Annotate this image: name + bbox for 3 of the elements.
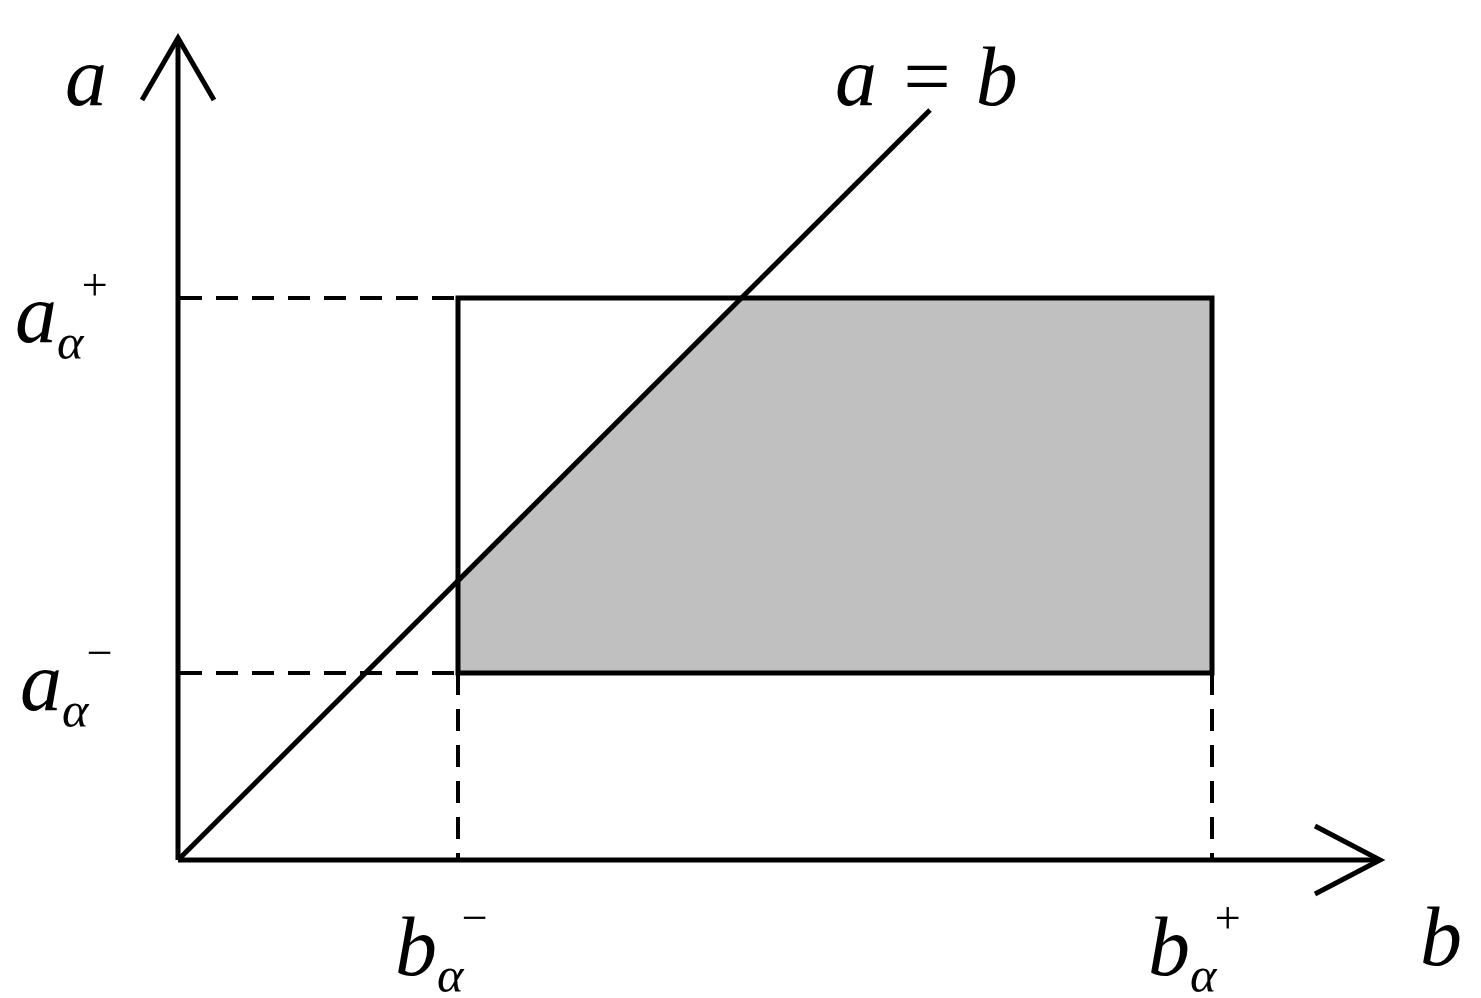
line-label: a = b [835, 35, 1018, 119]
axis-label: a [65, 35, 107, 119]
axis-label: b [1420, 895, 1462, 979]
